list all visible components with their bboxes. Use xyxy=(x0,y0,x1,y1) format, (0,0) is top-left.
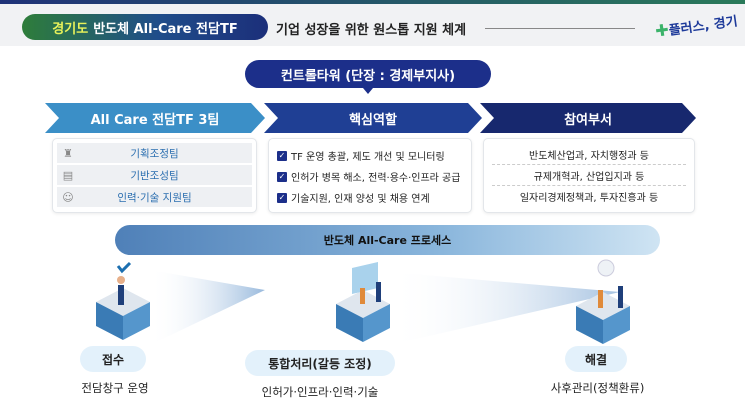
document-icon: ▤ xyxy=(62,168,74,182)
check-icon xyxy=(116,261,132,274)
team-label: 기반조성팀 xyxy=(130,169,179,182)
team-item: ☺ 인력·기술 지원팀 xyxy=(57,187,252,207)
process-bar: 반도체 All-Care 프로세스 xyxy=(115,225,660,255)
page-title: 기업 성장을 위한 원스톱 지원 체계 xyxy=(276,23,467,38)
divider xyxy=(485,28,635,29)
flow-beam-2 xyxy=(390,272,620,345)
depts-box: 반도체산업과, 자치행정과 등 규제개혁과, 산업입지과 등 일자리경제정책과,… xyxy=(483,138,695,213)
step-process-pill: 통합처리(갈등 조정) xyxy=(245,350,395,376)
teams-box: ♜ 기획조정팀 ▤ 기반조성팀 ☺ 인력·기술 지원팀 xyxy=(52,138,257,213)
dept-item: 일자리경제정책과, 투자진흥과 등 xyxy=(519,193,659,204)
cube-intake xyxy=(96,261,150,340)
dept-item: 규제개혁과, 산업입지과 등 xyxy=(492,165,686,186)
checkbox-icon: ✓ xyxy=(277,150,287,161)
board-icon xyxy=(352,262,378,294)
step-resolve-sub: 사후관리(정책환류) xyxy=(550,381,645,395)
role-item: ✓ 기술지원, 인재 양성 및 채용 연계 xyxy=(277,187,463,208)
step-process-sub: 인허가·인프라·인력·기술 xyxy=(261,385,379,399)
chevron-roles: 핵심역할 xyxy=(264,103,482,133)
role-text: 인허가 병목 해소, 전력·용수·인프라 공급 xyxy=(291,173,461,184)
role-item: ✓ TF 운영 총괄, 제도 개선 및 모니터링 xyxy=(277,145,463,166)
flow-beam-1 xyxy=(150,270,265,345)
team-item: ▤ 기반조성팀 xyxy=(57,165,252,185)
role-item: ✓ 인허가 병목 해소, 전력·용수·인프라 공급 xyxy=(277,166,463,187)
tower-icon: ♜ xyxy=(63,146,73,160)
header-pill-text: 반도체 All-Care 전담TF xyxy=(93,21,238,37)
roles-box: ✓ TF 운영 총괄, 제도 개선 및 모니터링 ✓ 인허가 병목 해소, 전력·용… xyxy=(268,138,472,213)
step-intake-sub: 전담창구 운영 xyxy=(81,381,149,395)
role-text: TF 운영 총괄, 제도 개선 및 모니터링 xyxy=(291,152,445,163)
people-icon: ☺ xyxy=(62,190,74,204)
step-resolve-pill: 해결 xyxy=(565,346,627,372)
top-accent-line xyxy=(0,0,745,4)
cube-process xyxy=(336,262,390,342)
chevron-depts: 참여부서 xyxy=(480,103,696,133)
role-text: 기술지원, 인재 양성 및 채용 연계 xyxy=(291,194,430,205)
control-tower-pill: 컨트롤타워 (단장 : 경제부지사) xyxy=(245,60,491,94)
team-label: 인력·기술 지원팀 xyxy=(117,191,192,204)
dept-item: 반도체산업과, 자치행정과 등 xyxy=(492,144,686,165)
header-pill-highlight: 경기도 xyxy=(52,21,89,37)
checkbox-icon: ✓ xyxy=(277,171,287,182)
cube-resolve xyxy=(576,259,630,344)
lightbulb-icon xyxy=(597,259,615,277)
checkbox-icon: ✓ xyxy=(277,192,287,203)
team-label: 기획조정팀 xyxy=(130,147,179,160)
step-intake-pill: 접수 xyxy=(80,346,146,372)
team-item: ♜ 기획조정팀 xyxy=(57,143,252,163)
chevron-teams: All Care 전담TF 3팀 xyxy=(45,103,265,133)
